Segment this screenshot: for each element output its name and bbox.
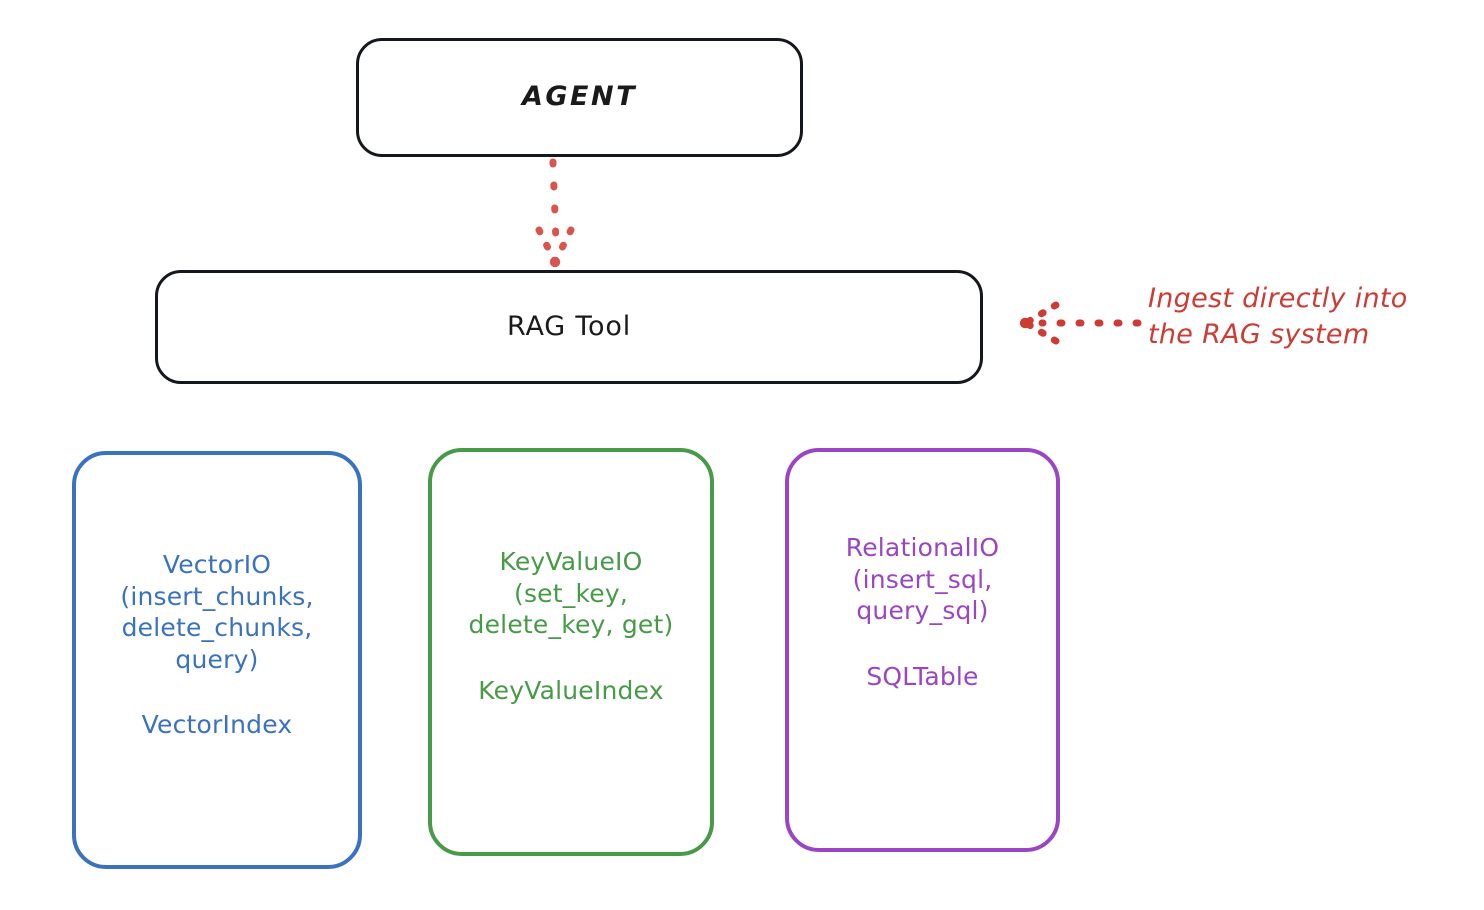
node-agent[interactable]: AGENT bbox=[356, 38, 803, 157]
connector-agent-to-rag-tool bbox=[500, 158, 620, 273]
key-value-index-label: KeyValueIndex bbox=[478, 675, 664, 705]
node-rag-tool-label: RAG Tool bbox=[506, 310, 631, 342]
relational-io-api-label: RelationalIO (insert_sql, query_sql) bbox=[845, 533, 1000, 625]
node-vector-io[interactable]: VectorIO (insert_chunks, delete_chunks, … bbox=[72, 451, 362, 869]
key-value-io-api-label: KeyValueIO (set_key, delete_key, get) bbox=[468, 547, 674, 639]
node-agent-label: AGENT bbox=[521, 81, 637, 113]
node-key-value-io[interactable]: KeyValueIO (set_key, delete_key, get) Ke… bbox=[428, 448, 714, 856]
vector-index-label: VectorIndex bbox=[141, 710, 293, 740]
sql-table-label: SQLTable bbox=[866, 661, 979, 691]
connector-ingest-into-rag bbox=[1012, 292, 1142, 354]
node-relational-io[interactable]: RelationalIO (insert_sql, query_sql) SQL… bbox=[785, 448, 1060, 852]
node-rag-tool[interactable]: RAG Tool bbox=[155, 270, 983, 384]
vector-io-api-label: VectorIO (insert_chunks, delete_chunks, … bbox=[120, 550, 314, 674]
dotted-arrow-left-icon bbox=[1019, 301, 1142, 345]
dotted-arrow-down-icon bbox=[535, 158, 575, 268]
annotation-ingest-directly-into-rag: Ingest directly into the RAG system bbox=[1148, 283, 1408, 350]
